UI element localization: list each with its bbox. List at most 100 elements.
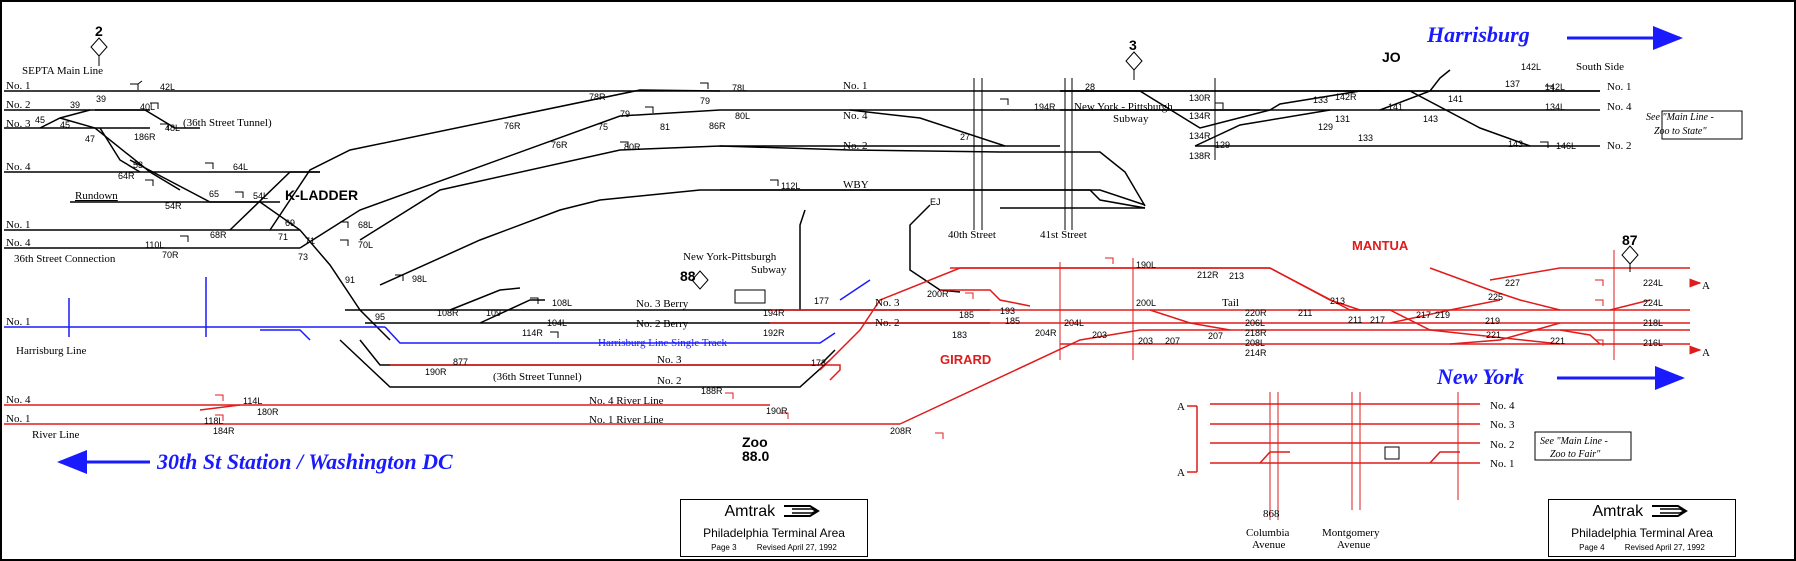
milepost-2: 2 [95,23,103,39]
signal-108L: 108L [552,298,572,308]
signal-114L: 114L [243,396,262,406]
switch-53: 53 [133,160,143,170]
nyp-subway-label-2: Subway [751,264,787,276]
signal-142L-a: 142L [1521,62,1541,72]
switch-69: 69 [285,218,295,228]
signal-146L: 146L [1556,141,1576,151]
signal-218L: 218L [1643,318,1663,328]
no2-berry-label: No. 2 Berry [636,318,689,330]
signal-204L: 204L [1064,318,1084,328]
switch-203a: 203 [1092,330,1107,340]
switch-221a: 221 [1486,330,1501,340]
signal-134R-b: 134R [1189,131,1211,141]
title-revised: Revised April 27, 1992 [756,543,837,552]
track-no1-far: No. 1 [1607,81,1631,93]
signal-212R: 212R [1197,270,1219,280]
signal-104L: 104L [547,318,567,328]
title-page: Page 3 [711,543,737,552]
switch-193: 193 [1000,306,1015,316]
40th-street-label: 40th Street [948,229,996,241]
switch-143b: 143 [1508,139,1523,149]
switch-219a: 219 [1435,310,1450,320]
track-no2-right: No. 2 [875,317,899,329]
fair-no2-label: No. 2 [1490,439,1514,451]
switch-133b: 133 [1358,133,1373,143]
title-block-page3: Amtrak Philadelphia Terminal Area Page 3… [680,499,868,557]
track-no4-k: No. 4 [6,237,31,249]
signal-138R: 138R [1189,151,1211,161]
fair-no4-label: No. 4 [1490,400,1515,412]
title-area: Philadelphia Terminal Area [703,526,845,540]
switch-45b: 45 [60,120,70,130]
track-no2-mid: No. 2 [843,140,867,152]
note-zoo-fair: See "Main Line - [1540,436,1608,447]
signal-54L: 54L [253,191,268,201]
track-no3-lower: No. 3 [657,354,682,366]
track-no4-mid: No. 4 [843,110,868,122]
montgomery-label: Montgomery [1322,527,1380,539]
switch-173: 173 [811,358,826,368]
track-no1-mid: No. 1 [843,80,867,92]
signal-190L: 190L [1136,260,1156,270]
switch-219b: 219 [1485,316,1500,326]
switch-129b: 129 [1318,122,1333,132]
rundown-label: Rundown [75,190,118,202]
title-page: Page 4 [1579,543,1605,552]
arrow-a-fair-bottom: A [1177,467,1185,479]
signal-70R: 70R [162,250,179,260]
nyp-subway-label: New York-Pittsburgh [683,251,777,263]
amtrak-logo-icon [783,505,820,517]
signal-76R-a: 76R [504,121,521,131]
river-line-label: River Line [32,429,79,441]
switch-213b: 213 [1330,296,1345,306]
signal-68L: 68L [358,220,373,230]
switch-217b: 217 [1416,310,1431,320]
signal-186R: 186R [134,132,156,142]
switch-73: 73 [298,252,308,262]
switch-143a: 143 [1423,114,1438,124]
no1-river-line-label: No. 1 River Line [589,414,664,426]
switch-79b: 79 [700,96,710,106]
jo-heading: JO [1382,49,1401,65]
street-connection-label: 36th Street Connection [14,253,116,265]
track-no4-left: No. 4 [6,161,31,173]
amtrak-brand: Amtrak [1592,503,1644,520]
arrow-a-lower: A [1702,347,1710,359]
tail-label: Tail [1222,297,1239,309]
signal-130R: 130R [1189,93,1211,103]
switch-207b: 207 [1208,331,1223,341]
title-revised: Revised April 27, 1992 [1624,543,1705,552]
switch-79a: 79 [620,109,630,119]
signal-48L: 48L [165,123,180,133]
switch-131: 131 [1335,114,1350,124]
milepost-88: 88 [680,268,696,284]
track-label-group: SEPTA Main Line No. 1 No. 2 No. 3 No. 4 … [6,61,1710,551]
columbia-label: Columbia [1246,527,1290,539]
amtrak-logo-icon [1651,505,1688,517]
fair-no1-label: No. 1 [1490,458,1514,470]
signal-86R: 86R [709,121,726,131]
signal-114R: 114R [522,328,543,338]
41st-street-label: 41st Street [1040,229,1087,241]
switch-137: 137 [1505,79,1520,89]
columbia-label-2: Avenue [1252,539,1286,551]
tunnel-upper-label: (36th Street Tunnel) [183,117,272,129]
signal-208L: 208L [1245,338,1265,348]
no3-berry-label: No. 3 Berry [636,298,689,310]
switch-211a: 211 [1298,308,1312,318]
signal-200L: 200L [1136,298,1156,308]
switch-183: 183 [952,330,967,340]
switch-211b: 211 [1348,315,1362,325]
signal-marks-red [215,257,1604,439]
mantua-heading: MANTUA [1352,238,1409,253]
switch-number-group: 39 39 45 45 47 53 65 69 71 71 73 91 95 1… [35,79,1565,368]
septa-main-line-label: SEPTA Main Line [22,65,103,77]
red-tracks [4,250,1702,520]
new-york-heading: New York [1436,364,1524,389]
signal-220R: 220R [1245,308,1267,318]
track-no2-left: No. 2 [6,99,30,111]
switch-207a: 207 [1165,336,1180,346]
track-no1-river: No. 1 [6,413,30,425]
arrow-a-upper: A [1702,280,1710,292]
